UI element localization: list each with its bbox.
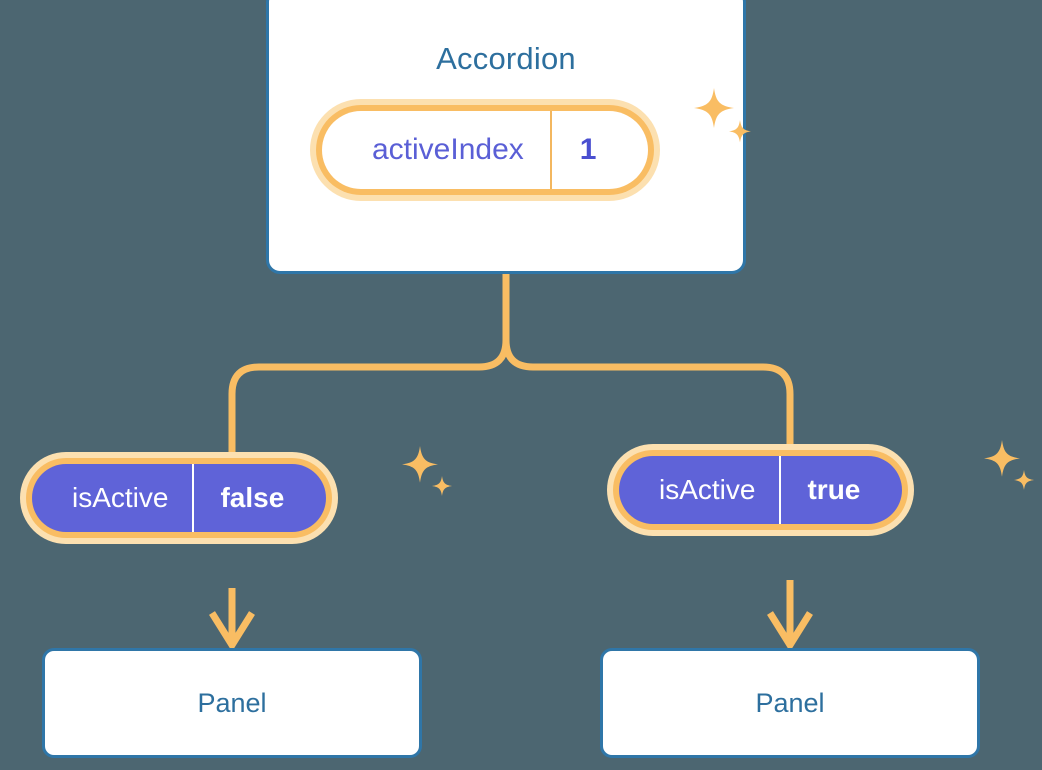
sparkle-large (984, 440, 1020, 477)
pill-ring: isActive true (613, 450, 909, 530)
panel-box-right: Panel (600, 648, 980, 758)
sparkles-icon (984, 440, 1034, 490)
pill-body: isActive false (32, 464, 327, 532)
panel-label: Panel (755, 687, 825, 718)
sparkle-small (1014, 470, 1034, 490)
state-key-label: isActive (659, 474, 756, 505)
pill-body: activeIndex 1 (322, 111, 649, 189)
arrow-head-right (767, 611, 813, 652)
state-value-label: true (779, 456, 902, 524)
panel-label: Panel (197, 687, 267, 718)
state-pill-isactive-false[interactable]: isActive false (20, 452, 339, 544)
panel-box-left: Panel (42, 648, 422, 758)
connector-parent-to-left (228, 270, 510, 464)
connector-parent-to-right (502, 270, 794, 456)
arrow-head-left (209, 611, 255, 652)
pill-ring: isActive false (26, 458, 333, 538)
state-value-label: false (192, 464, 326, 532)
pill-halo: isActive true (607, 444, 915, 536)
pill-body: isActive true (619, 456, 903, 524)
state-value-label: 1 (549, 111, 649, 189)
state-key-label: isActive (72, 482, 169, 513)
state-pill-activeindex[interactable]: activeIndex 1 (310, 99, 661, 201)
accordion-title: Accordion (436, 41, 576, 76)
sparkle-large (402, 446, 438, 483)
pill-halo: activeIndex 1 (310, 99, 661, 201)
state-pill-isactive-true[interactable]: isActive true (607, 444, 915, 536)
state-key-label: activeIndex (372, 133, 524, 166)
sparkle-small (432, 476, 452, 496)
sparkles-icon (402, 446, 452, 496)
pill-ring: activeIndex 1 (316, 105, 655, 195)
pill-halo: isActive false (20, 452, 339, 544)
